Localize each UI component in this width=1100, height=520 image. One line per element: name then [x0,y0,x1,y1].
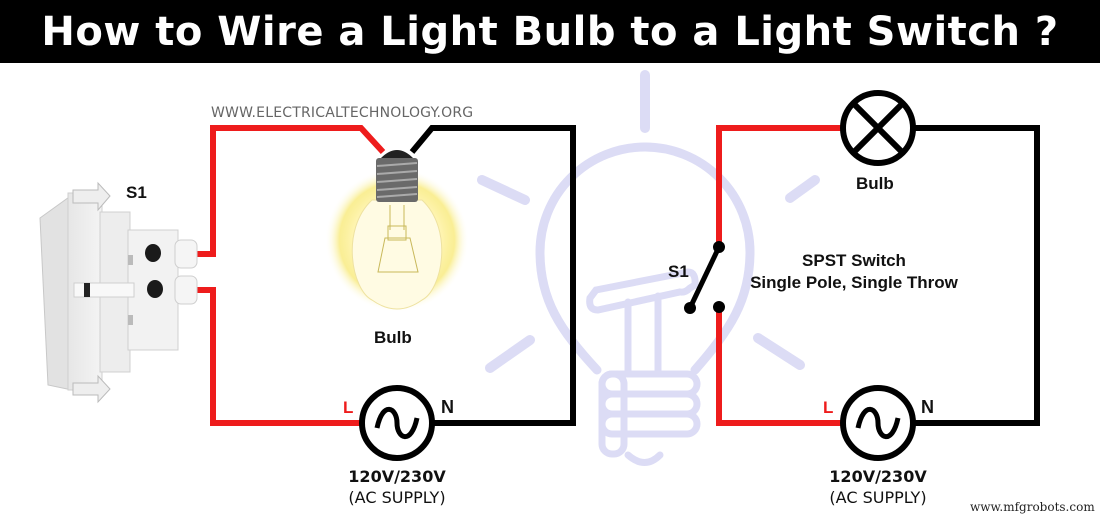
left-supply-type: (AC SUPPLY) [348,488,446,507]
light-bulb-image [325,150,469,312]
right-switch-label: S1 [668,262,689,281]
left-neutral-label: N [441,397,454,417]
source-website-label: WWW.ELECTRICALTECHNOLOGY.ORG [211,105,474,121]
left-circuit-wires [195,125,576,426]
right-supply-type: (AC SUPPLY) [829,488,927,507]
physical-switch-s1 [39,181,198,404]
lamp-symbol [840,90,916,166]
left-supply-caption: 120V/230V (AC SUPPLY) [337,466,457,508]
page-title: How to Wire a Light Bulb to a Light Swit… [41,8,1059,55]
right-live-label: L [823,398,834,417]
left-ac-source-symbol [359,385,435,461]
left-switch-label: S1 [126,183,147,202]
right-neutral-label: N [921,397,934,417]
right-circuit-wires [716,125,1040,426]
right-ac-source-symbol [840,385,916,461]
background-bulb-icon [477,70,820,466]
title-bar: How to Wire a Light Bulb to a Light Swit… [0,0,1100,63]
spst-switch-symbol [684,241,725,314]
watermark: www.mfgrobots.com [970,500,1095,514]
right-supply-caption: 120V/230V (AC SUPPLY) [818,466,938,508]
spst-title: SPST Switch [802,251,906,270]
left-supply-voltage: 120V/230V [348,467,446,486]
left-bulb-label: Bulb [374,328,412,347]
spst-description: Single Pole, Single Throw [750,273,958,292]
right-supply-voltage: 120V/230V [829,467,927,486]
right-bulb-label: Bulb [856,174,894,193]
spst-switch-caption: SPST Switch Single Pole, Single Throw [740,250,968,294]
left-live-label: L [343,398,354,417]
